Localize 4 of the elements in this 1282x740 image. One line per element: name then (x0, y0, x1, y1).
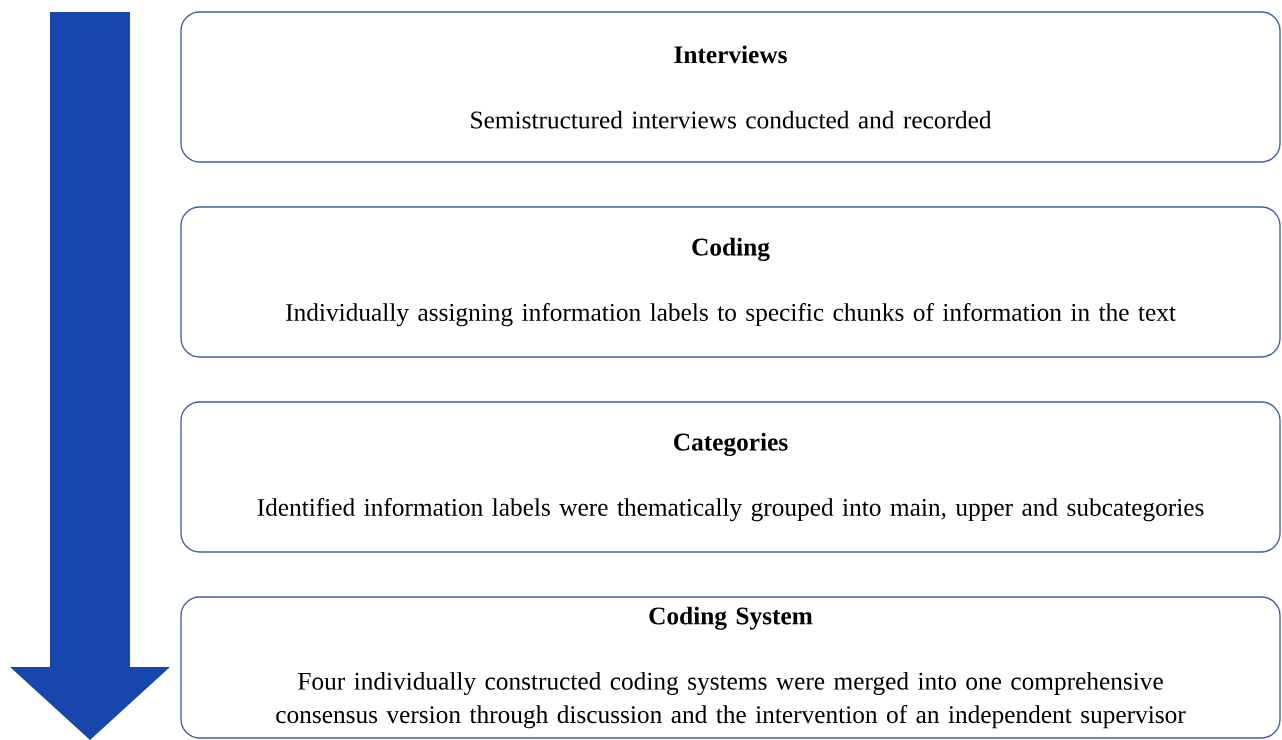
step-box: Coding Individually assigning information labels to specific chunks of information in the text (180, 206, 1281, 358)
step-box: Interviews Semistructured interviews conducted and recorded (180, 11, 1281, 163)
step-box: Coding System Four individually constructed coding systems were merged into one comprehensive consensus version through discussion and the intervention of an independent supervisor (180, 596, 1281, 739)
step-box: Categories Identified information labels were thematically grouped into main, upper and subcategories (180, 401, 1281, 553)
